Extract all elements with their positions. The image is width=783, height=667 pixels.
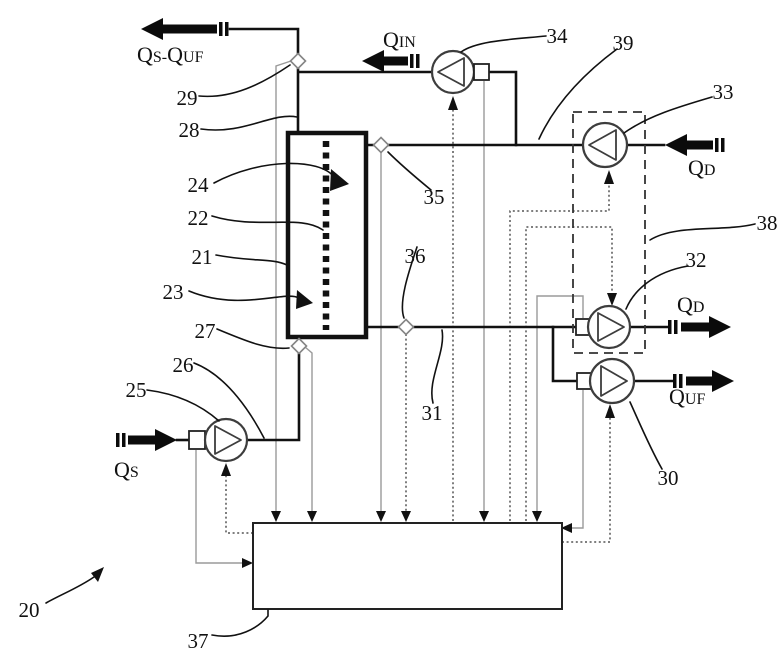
leader-34	[460, 35, 547, 53]
leader-23	[188, 290, 313, 309]
sensor-line-connector27	[304, 346, 317, 522]
leader-37	[211, 609, 269, 637]
ref-label-21: 21	[192, 245, 213, 269]
flow-label-qs: QS	[114, 457, 139, 482]
membrane-unit	[285, 130, 369, 340]
sensor-line-connector36	[401, 334, 411, 522]
ref-label-32: 32	[686, 248, 707, 272]
blood-in-line	[246, 351, 301, 442]
leader-28	[200, 115, 298, 131]
qs-quf-arrow-icon	[141, 18, 229, 40]
sensor-line-connector35	[376, 152, 386, 522]
leader-27	[216, 328, 290, 350]
leader-20	[45, 567, 104, 604]
control-line-pump30	[562, 404, 615, 543]
flow-label-qs-quf: QS-QUF	[137, 42, 204, 67]
diamond-connector-27	[290, 337, 308, 355]
leader-29	[198, 64, 291, 98]
pump-25	[188, 417, 249, 463]
leader-26	[193, 362, 265, 439]
control-line-pump34	[448, 96, 458, 521]
sensor-signal-lines	[195, 60, 584, 568]
leader-24	[213, 162, 349, 191]
qin-arrow-icon	[362, 50, 420, 72]
diamond-connector-35	[372, 136, 390, 154]
ref-label-30: 30	[658, 466, 679, 490]
ref-label-26: 26	[173, 353, 194, 377]
diamond-connector-36	[397, 318, 415, 336]
ref-label-38: 38	[757, 211, 778, 235]
pump25-port-square	[188, 430, 206, 450]
leader-33	[623, 96, 713, 134]
flow-label-qin: QIN	[383, 27, 416, 52]
qd-in-arrow-icon	[665, 134, 725, 156]
ref-label-35: 35	[424, 185, 445, 209]
pump-34	[430, 49, 490, 95]
reference-numerals: 20 21 22 23 24 25 26 27 28 29 30 31 32 3…	[19, 24, 778, 653]
flow-rate-labels: QS-QUF QIN QD QD QUF QS	[114, 27, 715, 482]
dashed-enclosure	[572, 111, 646, 354]
sensor-line-pump30	[561, 390, 584, 533]
leader-31	[431, 329, 444, 404]
quf-arrow-icon	[673, 370, 734, 392]
leader-32	[625, 265, 689, 310]
qs-arrow-icon	[116, 429, 177, 451]
leader-25	[146, 389, 220, 422]
ref-label-28: 28	[179, 118, 200, 142]
pump34-feed-line	[487, 70, 518, 147]
sensor-line-connector29	[271, 60, 292, 522]
pump34-port-square	[473, 63, 490, 81]
leader-35	[387, 151, 432, 191]
flow-label-qd-out: QD	[677, 292, 704, 317]
leader-22	[211, 215, 324, 231]
ref-label-22: 22	[188, 206, 209, 230]
ref-label-37: 37	[188, 629, 209, 653]
leader-lines	[45, 35, 756, 637]
ref-label-36: 36	[405, 244, 426, 268]
control-signal-lines	[221, 96, 617, 543]
leader-21	[215, 254, 288, 266]
sensor-line-pump25	[195, 450, 253, 568]
control-line-pump33	[509, 170, 614, 521]
pump-33	[581, 121, 629, 169]
pump34-triangle-icon	[437, 57, 465, 87]
flow-label-qd-in: QD	[688, 155, 715, 180]
control-line-pump25	[221, 463, 253, 534]
leader-38	[649, 223, 756, 241]
sensor-line-pump34	[479, 81, 489, 522]
controller-box	[252, 522, 563, 610]
ref-label-39: 39	[613, 31, 634, 55]
ref-label-25: 25	[126, 378, 147, 402]
leader-30	[629, 401, 663, 470]
ref-label-34: 34	[547, 24, 569, 48]
flow-label-quf: QUF	[669, 384, 705, 409]
qd-out-arrow-icon	[668, 316, 731, 338]
pump25-triangle-icon	[214, 425, 242, 455]
control-line-pump32	[525, 226, 617, 521]
pump30-triangle-icon	[600, 365, 628, 397]
ref-label-33: 33	[713, 80, 734, 104]
ultrafiltrate-branch-line	[551, 325, 579, 383]
ref-label-29: 29	[177, 86, 198, 110]
ref-label-23: 23	[163, 280, 184, 304]
pump32-triangle-icon	[597, 312, 625, 342]
blood-out-line	[228, 27, 300, 56]
leader-36	[401, 246, 418, 319]
ref-label-31: 31	[422, 401, 443, 425]
diamond-connector-29	[289, 52, 307, 70]
pump-30	[576, 357, 636, 405]
ref-label-20: 20	[19, 598, 40, 622]
ref-label-27: 27	[195, 319, 216, 343]
pump-32	[575, 304, 632, 350]
sensor-line-pump32	[532, 295, 584, 522]
pump33-triangle-icon	[588, 129, 617, 161]
leader-39	[538, 48, 618, 140]
ref-label-24: 24	[188, 173, 210, 197]
